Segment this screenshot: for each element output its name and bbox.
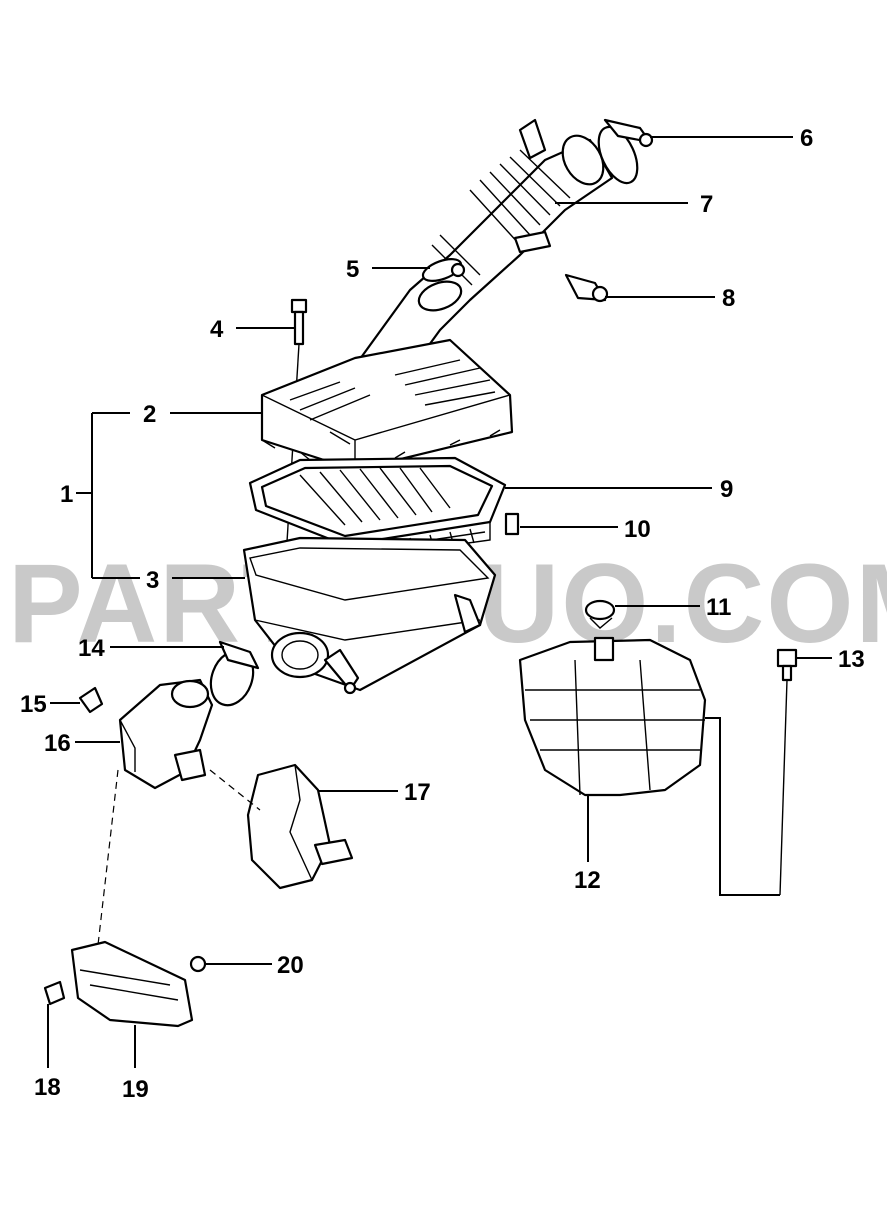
callout-9[interactable]: 9 — [720, 476, 733, 503]
dashed-guide-16-19 — [97, 769, 119, 946]
resonator-19-drawing — [70, 940, 194, 1028]
nut-20-drawing — [189, 955, 207, 973]
reservoir-tank-drawing — [518, 636, 707, 797]
intake-duct-drawing — [118, 678, 214, 790]
hose-clamp-top-drawing — [597, 118, 654, 185]
air-cleaner-cap-drawing — [260, 338, 514, 472]
callout-19[interactable]: 19 — [122, 1076, 149, 1103]
air-cleaner-case-drawing — [242, 536, 497, 695]
bolt-10-drawing — [504, 512, 520, 536]
callout-10[interactable]: 10 — [624, 516, 651, 543]
hose-clamp-middle-drawing — [421, 258, 466, 282]
resonator-drawing — [246, 763, 354, 890]
intake-hose-drawing — [350, 118, 614, 387]
callout-20[interactable]: 20 — [277, 952, 304, 979]
callout-13[interactable]: 13 — [838, 646, 865, 673]
dashed-guide-16-17 — [209, 769, 261, 811]
callout-11[interactable]: 11 — [706, 594, 731, 621]
callout-12[interactable]: 12 — [574, 867, 601, 894]
filter-element-drawing — [248, 456, 507, 561]
leader-lines — [47, 136, 832, 1068]
clamp-11-drawing — [584, 599, 616, 629]
callout-labels: 1 2 3 4 5 6 7 8 9 10 11 12 13 14 15 16 1… — [20, 125, 865, 1103]
hose-clamp-14-drawing — [209, 640, 260, 707]
sensor-drawing — [564, 273, 609, 303]
callout-7[interactable]: 7 — [700, 191, 713, 218]
callout-17[interactable]: 17 — [404, 779, 431, 806]
callout-5[interactable]: 5 — [346, 256, 359, 283]
callout-14[interactable]: 14 — [78, 635, 105, 662]
callout-16[interactable]: 16 — [44, 730, 71, 757]
callout-4[interactable]: 4 — [210, 316, 224, 343]
callout-1[interactable]: 1 — [60, 481, 73, 508]
callout-2[interactable]: 2 — [143, 401, 156, 428]
callout-6[interactable]: 6 — [800, 125, 813, 152]
bolt-13-drawing — [776, 648, 798, 896]
callout-3[interactable]: 3 — [146, 567, 159, 594]
callout-15[interactable]: 15 — [20, 691, 47, 718]
clip-15-drawing — [78, 686, 104, 714]
bolt-18-drawing — [43, 980, 66, 1006]
callout-8[interactable]: 8 — [722, 285, 735, 312]
callout-18[interactable]: 18 — [34, 1074, 61, 1101]
